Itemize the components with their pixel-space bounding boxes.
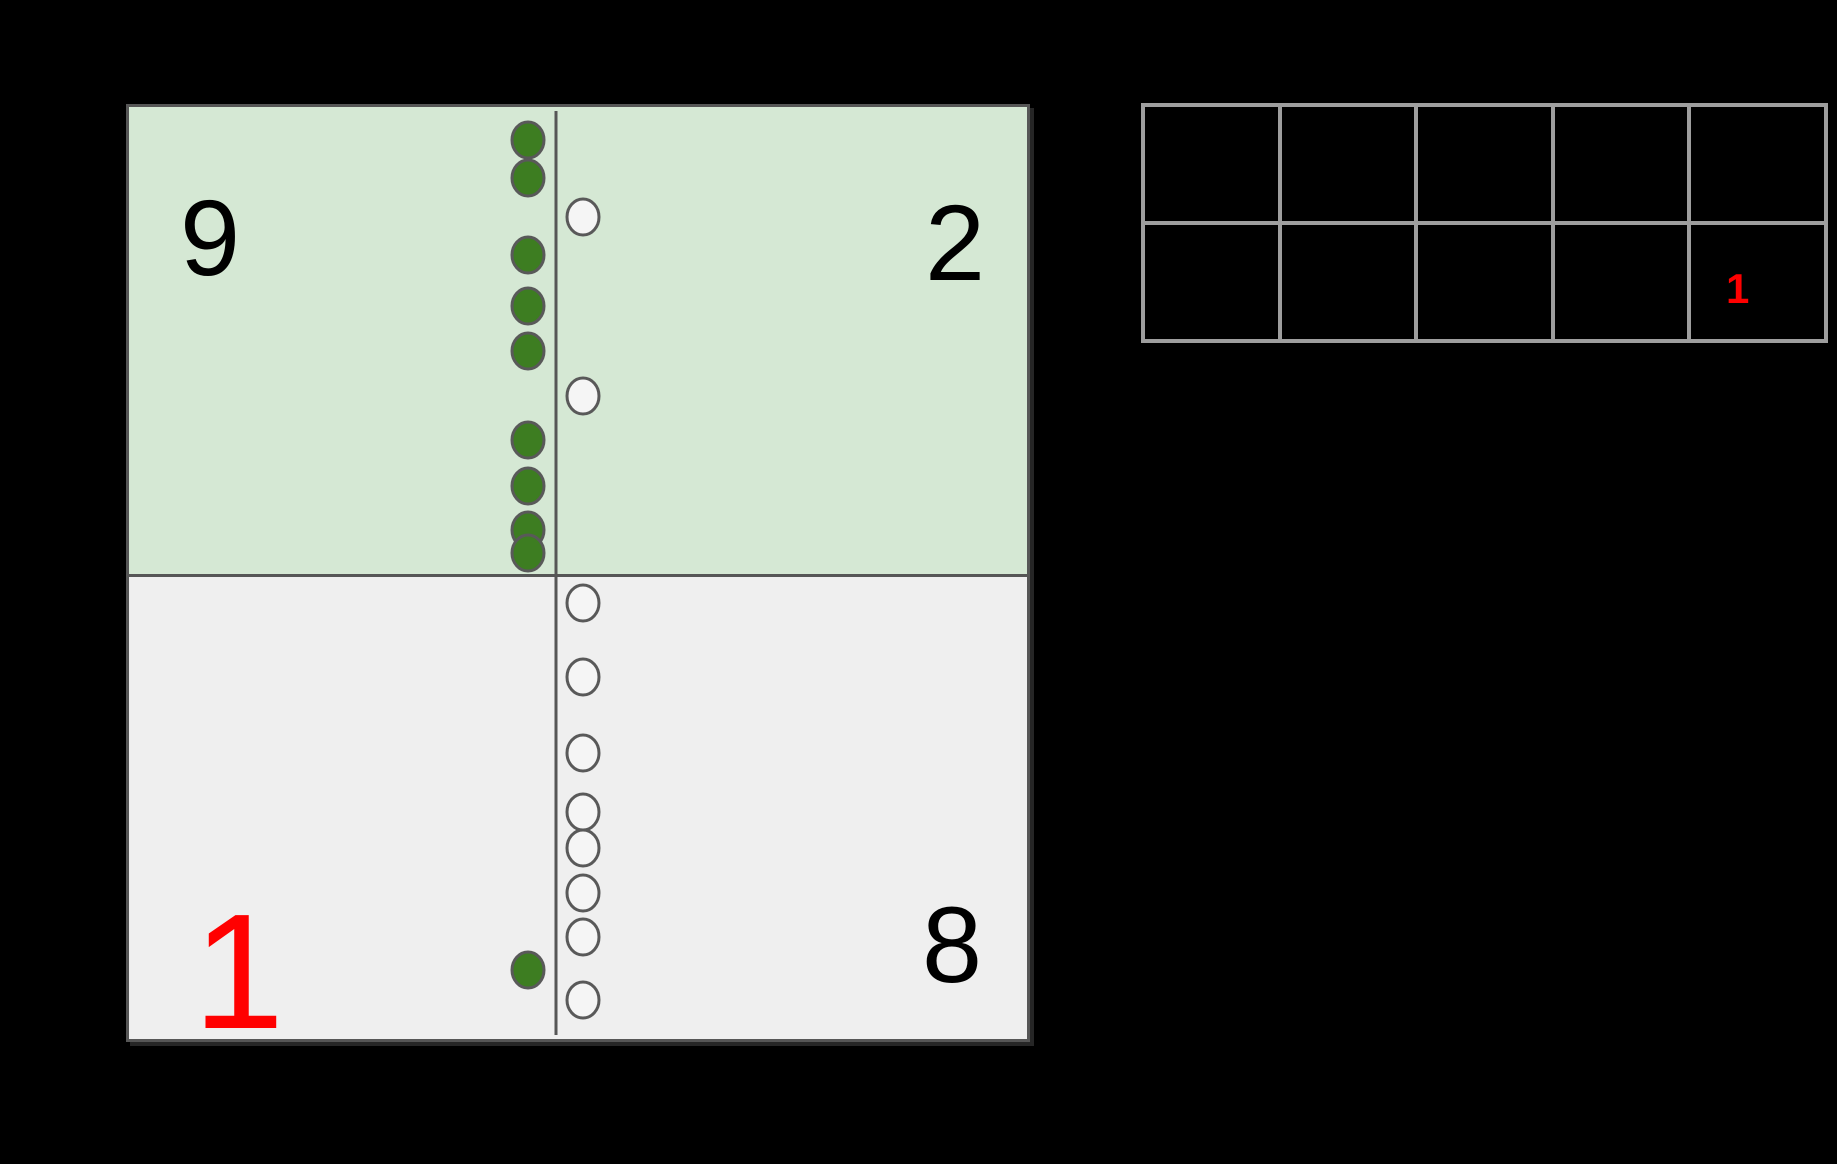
counter-empty[interactable] xyxy=(565,792,601,832)
ten-frame: 1 xyxy=(1141,103,1828,343)
counter-empty[interactable] xyxy=(565,917,601,957)
counter-filled[interactable] xyxy=(510,158,546,198)
board-top-half[interactable] xyxy=(129,107,1027,577)
label-top-right: 2 xyxy=(925,182,985,303)
label-bottom-right: 8 xyxy=(922,884,982,1005)
counter-empty[interactable] xyxy=(565,197,601,237)
ten-frame-cell[interactable] xyxy=(1554,107,1688,221)
label-top-left: 9 xyxy=(180,177,240,298)
counter-filled[interactable] xyxy=(510,286,546,326)
ten-frame-cell[interactable]: 1 xyxy=(1691,225,1824,339)
ten-frame-mark: 1 xyxy=(1726,265,1750,312)
part-whole-board: 9 2 1 8 xyxy=(126,104,1030,1042)
counter-empty[interactable] xyxy=(565,828,601,868)
ten-frame-cell[interactable] xyxy=(1418,225,1551,339)
counter-filled[interactable] xyxy=(510,331,546,371)
counter-layer xyxy=(510,120,601,1020)
ten-frame-cell[interactable] xyxy=(1281,225,1415,339)
counter-empty[interactable] xyxy=(565,873,601,913)
ten-frame-cell[interactable] xyxy=(1691,107,1824,221)
counter-filled[interactable] xyxy=(510,950,546,990)
counter-empty[interactable] xyxy=(565,733,601,773)
counter-filled[interactable] xyxy=(510,420,546,460)
ten-frame-cell[interactable] xyxy=(1145,225,1278,339)
ten-frame-cell[interactable] xyxy=(1418,107,1551,221)
ten-frame-cell[interactable] xyxy=(1281,107,1415,221)
counter-empty[interactable] xyxy=(565,657,601,697)
counter-empty[interactable] xyxy=(565,583,601,623)
counter-empty[interactable] xyxy=(565,980,601,1020)
ten-frame-cell[interactable] xyxy=(1554,225,1688,339)
counter-filled[interactable] xyxy=(510,120,546,160)
ten-frame-cell[interactable] xyxy=(1145,107,1278,221)
counter-filled[interactable] xyxy=(510,466,546,506)
label-bottom-left: 1 xyxy=(193,880,284,1039)
counter-empty[interactable] xyxy=(565,376,601,416)
board-svg: 9 2 1 8 xyxy=(180,111,985,1039)
counter-filled[interactable] xyxy=(510,533,546,573)
counter-filled[interactable] xyxy=(510,235,546,275)
